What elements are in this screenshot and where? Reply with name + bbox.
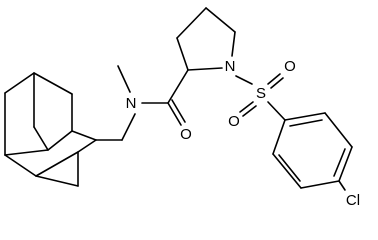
chlorine-label: Cl xyxy=(346,192,360,209)
pyrrolidine-ring xyxy=(176,7,236,71)
skeletal-formula: N N S O O O Cl xyxy=(4,7,361,209)
bond xyxy=(117,65,131,93)
bond xyxy=(300,180,340,189)
sulfonyl-oxygen-bottom-label: O xyxy=(228,113,240,130)
bond xyxy=(33,126,49,151)
bond xyxy=(231,31,236,57)
bond xyxy=(289,119,323,127)
bond xyxy=(47,130,73,151)
bond xyxy=(278,154,301,182)
bond xyxy=(242,105,257,117)
bond xyxy=(205,7,236,33)
bond xyxy=(270,77,284,89)
bond xyxy=(167,69,189,104)
carbonyl-oxygen-label: O xyxy=(180,126,192,143)
bond xyxy=(338,146,353,182)
bond xyxy=(121,113,136,141)
bond xyxy=(4,149,49,156)
sulfur-label: S xyxy=(256,85,266,102)
bond xyxy=(171,99,186,123)
bond xyxy=(324,112,353,148)
bond xyxy=(176,37,189,71)
sulfonyl-group xyxy=(235,73,286,121)
bond xyxy=(35,175,79,187)
bond xyxy=(272,119,286,155)
bond xyxy=(239,101,254,113)
bond xyxy=(284,112,326,121)
bond xyxy=(267,101,286,121)
chlorophenyl-ring xyxy=(272,112,353,191)
sulfonyl-oxygen-top-label: O xyxy=(284,58,296,75)
bond xyxy=(33,72,73,95)
ring-nitrogen-label: N xyxy=(225,58,236,75)
bond xyxy=(333,148,346,177)
atom-labels: N N S O O O Cl xyxy=(126,58,361,209)
bond xyxy=(77,139,97,153)
adamantane-cage xyxy=(4,72,97,187)
bond xyxy=(267,73,281,85)
bond xyxy=(4,154,37,177)
bond xyxy=(187,67,223,71)
structure-drawing: N N S O O O Cl xyxy=(4,7,361,209)
bond xyxy=(167,102,182,126)
amide-carbonyl xyxy=(167,69,189,126)
bond xyxy=(338,180,346,191)
bond xyxy=(176,7,207,39)
amide-nitrogen-label: N xyxy=(126,95,137,112)
bond xyxy=(4,72,35,94)
bond xyxy=(235,75,253,85)
bond xyxy=(35,151,79,177)
linker xyxy=(95,65,169,141)
bond xyxy=(272,153,302,189)
bond xyxy=(71,130,97,141)
